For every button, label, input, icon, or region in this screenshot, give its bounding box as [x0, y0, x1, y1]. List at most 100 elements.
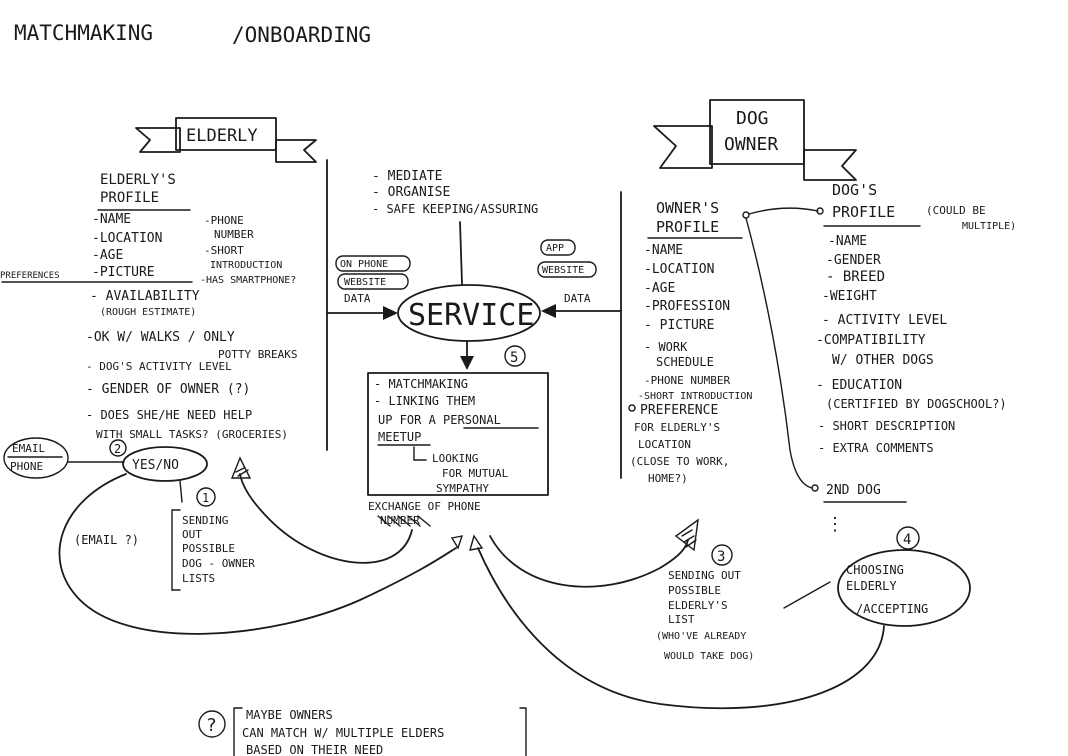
service-role-safekeeping: - SAFE KEEPING/ASSURING: [372, 202, 538, 216]
dog-field-extra: - EXTRA COMMENTS: [818, 441, 934, 455]
dog-field-name: -NAME: [828, 234, 867, 249]
elderly-profile-title-2: PROFILE: [100, 190, 159, 206]
step2-number: 2: [114, 442, 121, 456]
elderly-field-short: -SHORT: [204, 244, 244, 257]
service-to-elderly-arc: [239, 473, 413, 564]
step1-bracket: [171, 509, 181, 591]
right-channel-labels: APP WEBSITE DATA: [537, 239, 597, 305]
matchmaking-line-4: MEETUP: [378, 430, 421, 444]
owner-profile-title-2: PROFILE: [656, 218, 719, 236]
step4-number: 4: [903, 532, 911, 548]
dog-field-gender: -GENDER: [826, 253, 881, 268]
step4-badge: [896, 526, 920, 550]
matchmaking-line-5: LOOKING: [432, 452, 478, 465]
contact-oval: [3, 437, 69, 479]
step2-badge: [109, 439, 127, 457]
step1-line-3: POSSIBLE: [182, 542, 235, 555]
step3-line-2: POSSIBLE: [668, 584, 721, 597]
dog-field-activity: - ACTIVITY LEVEL: [822, 313, 947, 328]
channel-website-left: WEBSITE: [344, 277, 386, 288]
yesno-to-step1: [179, 480, 183, 503]
owner-field-picture: - PICTURE: [644, 318, 714, 333]
owner-to-second-dog-connector: [745, 217, 813, 489]
note-line-1: MAYBE OWNERS: [246, 708, 333, 722]
matchmaking-line-1: - MATCHMAKING: [374, 377, 468, 391]
second-dog-label: 2ND DOG: [826, 483, 881, 498]
more-dogs-ellipsis: ⋮: [826, 514, 844, 535]
elderly-field-picture: -PICTURE: [92, 265, 155, 280]
dog-field-compatibility: -COMPATIBILITY: [816, 333, 926, 348]
dog-field-breed: - BREED: [826, 269, 885, 285]
dog-connector-dot: [816, 207, 824, 215]
elderly-banner-label: ELDERLY: [186, 126, 258, 146]
contact-email: EMAIL: [12, 442, 45, 455]
note-bracket: [233, 707, 243, 756]
owner-field-schedule: SCHEDULE: [656, 355, 714, 369]
note-bracket-right: [519, 707, 527, 756]
channel-app: APP: [546, 243, 564, 254]
pref-potty: POTTY BREAKS: [218, 348, 297, 361]
owner-arrowhead-hatch: [681, 529, 697, 548]
email-question: (EMAIL ?): [74, 533, 139, 547]
step1-line-2: OUT: [182, 528, 202, 541]
channel-on-phone: ON PHONE: [340, 259, 388, 270]
service-node: [397, 284, 541, 342]
pref-needs-help: - DOES SHE/HE NEED HELP: [86, 408, 252, 422]
service-to-owner-arc: [489, 535, 689, 588]
pref-availability: - AVAILABILITY: [90, 289, 200, 304]
step3-line-4: LIST: [668, 613, 695, 626]
service-to-owner-arrowhead: [674, 518, 699, 552]
service-role-organise: - ORGANISE: [372, 185, 450, 200]
dog-field-education: - EDUCATION: [816, 378, 902, 393]
dog-owner-banner-line-1: DOG: [736, 108, 769, 129]
step4-line-3: /ACCEPTING: [856, 602, 928, 616]
pref-availability-note: (ROUGH ESTIMATE): [100, 307, 196, 318]
step3-to-step4: [783, 581, 831, 609]
dog-field-weight: -WEIGHT: [822, 289, 877, 304]
dog-profile-note-2: MULTIPLE): [962, 221, 1016, 232]
step1-line-4: DOG - OWNER: [182, 557, 255, 570]
elderly-arrowhead-hatch: [235, 467, 249, 477]
owner-field-phone: -PHONE NUMBER: [644, 374, 730, 387]
elderly-flow-loop: [58, 473, 457, 635]
step3-line-5: (WHO'VE ALREADY: [656, 631, 746, 642]
dog-owner-banner-line-2: OWNER: [724, 134, 778, 155]
owner-field-location-2: LOCATION: [638, 438, 691, 451]
page-title: MATCHMAKING: [14, 21, 153, 45]
elderly-loop-arrowhead: [450, 535, 464, 550]
step4-line-1: CHOOSING: [846, 563, 904, 577]
owner-field-location: -LOCATION: [644, 262, 714, 277]
pref-dog-activity: - DOG'S ACTIVITY LEVEL: [86, 360, 232, 373]
step5-badge: [504, 345, 526, 367]
owner-flow-loop: [477, 547, 885, 710]
dog-profile-note-1: (COULD BE: [926, 204, 986, 217]
left-data-arrowhead: [383, 306, 398, 320]
matchmaking-line-2: - LINKING THEM: [374, 394, 475, 408]
elderly-banner: ELDERLY: [135, 117, 317, 163]
step1-line-5: LISTS: [182, 572, 215, 585]
step4-oval: [837, 549, 971, 627]
second-dog-connector-dot: [811, 484, 819, 492]
elderly-field-smartphone: -HAS SMARTPHONE?: [200, 275, 296, 286]
right-data-arrowhead: [541, 304, 556, 318]
step3-badge: [711, 544, 733, 566]
dog-field-other-dogs: W/ OTHER DOGS: [832, 353, 934, 368]
note-question-mark: ?: [206, 715, 217, 736]
owner-to-dog-connector: [748, 207, 819, 215]
note-line-2: CAN MATCH W/ MULTIPLE ELDERS: [242, 726, 444, 740]
looking-bracket: [413, 446, 427, 461]
elderly-profile-title-1: ELDERLY'S: [100, 172, 176, 188]
channel-website-right: WEBSITE: [542, 265, 584, 276]
preferences-label: PREFERENCES: [0, 271, 60, 281]
service-to-elderly-arrowhead: [230, 456, 252, 479]
dog-profile-title-2: PROFILE: [832, 203, 895, 221]
dog-profile-title-1: DOG'S: [832, 181, 877, 199]
service-down-arrowhead: [460, 356, 474, 370]
pref-small-tasks: WITH SMALL TASKS? (GROCERIES): [96, 428, 288, 441]
page-subtitle: /ONBOARDING: [232, 23, 371, 47]
step1-number: 1: [202, 491, 209, 505]
owner-field-work: - WORK: [644, 340, 688, 354]
matchmaking-line-6: FOR MUTUAL: [442, 467, 509, 480]
owner-field-elderly-location: FOR ELDERLY'S: [634, 421, 720, 434]
dog-owner-banner: DOG OWNER: [653, 99, 857, 181]
